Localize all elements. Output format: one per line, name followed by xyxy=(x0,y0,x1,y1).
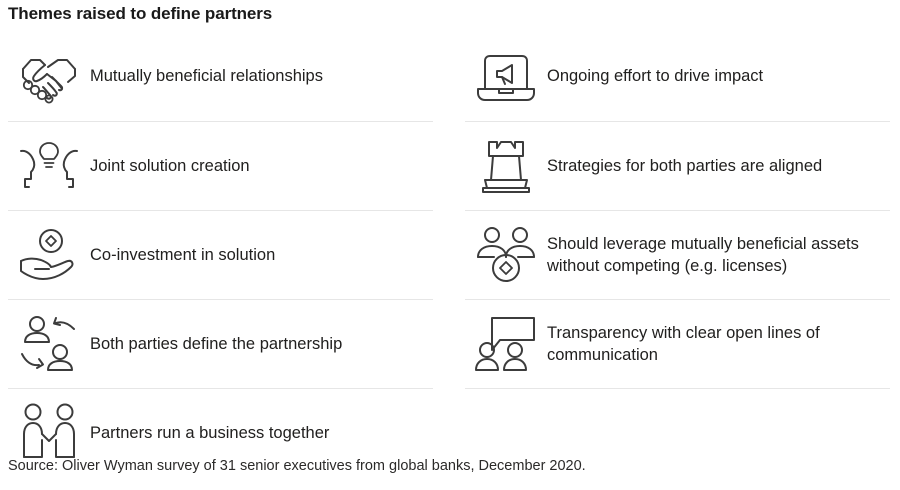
list-item[interactable]: Strategies for both parties are aligned xyxy=(465,121,890,210)
themes-column-right: Ongoing effort to drive impact Strategie… xyxy=(465,32,890,477)
list-item-label: Partners run a business together xyxy=(90,423,330,442)
themes-column-left: Mutually beneficial relationships Joint … xyxy=(8,32,433,477)
two-heads-lightbulb-icon xyxy=(8,131,90,201)
list-item-label: Joint solution creation xyxy=(90,156,250,175)
list-item-label: Strategies for both parties are aligned xyxy=(547,156,823,175)
list-item-label: Transparency with clear open lines of co… xyxy=(547,323,820,364)
list-item[interactable]: Ongoing effort to drive impact xyxy=(465,32,890,121)
column-bottom-divider xyxy=(465,388,890,477)
two-people-speech-bubble-icon xyxy=(465,309,547,379)
list-item[interactable]: Partners run a business together xyxy=(8,388,433,477)
list-item-label: Ongoing effort to drive impact xyxy=(547,67,764,86)
list-item[interactable]: Should leverage mutually beneficial asse… xyxy=(465,210,890,299)
two-figures-shaking-hands-icon xyxy=(8,398,90,468)
list-item[interactable]: Mutually beneficial relationships xyxy=(8,32,433,121)
two-people-exchange-arrows-icon xyxy=(8,309,90,379)
handshake-icon xyxy=(8,42,90,112)
chess-rook-icon xyxy=(465,131,547,201)
list-item-label: Co-investment in solution xyxy=(90,245,276,264)
two-people-coin-icon xyxy=(465,220,547,290)
list-item-label: Should leverage mutually beneficial asse… xyxy=(547,234,859,275)
list-item-label: Mutually beneficial relationships xyxy=(90,67,323,86)
list-item[interactable]: Transparency with clear open lines of co… xyxy=(465,299,890,388)
laptop-megaphone-icon xyxy=(465,42,547,112)
list-item[interactable]: Both parties define the partnership xyxy=(8,299,433,388)
list-item[interactable]: Co-investment in solution xyxy=(8,210,433,299)
page-title: Themes raised to define partners xyxy=(8,4,273,23)
list-item[interactable]: Joint solution creation xyxy=(8,121,433,210)
source-note: Source: Oliver Wyman survey of 31 senior… xyxy=(8,458,586,474)
list-item-label: Both parties define the partnership xyxy=(90,334,343,353)
hand-holding-coin-icon xyxy=(8,220,90,290)
